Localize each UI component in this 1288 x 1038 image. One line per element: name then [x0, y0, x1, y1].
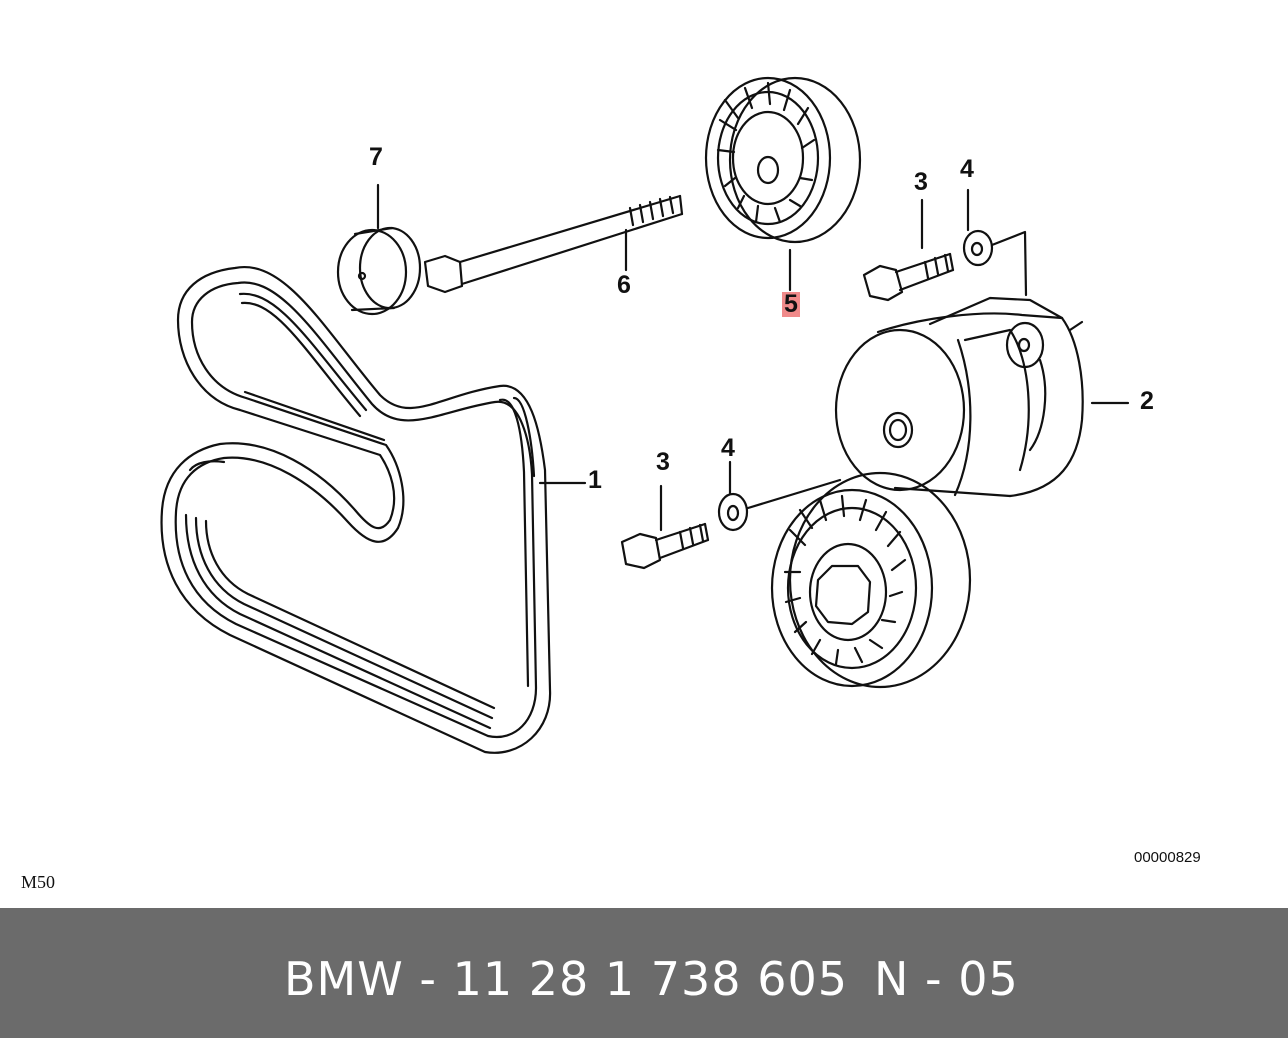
washer-bottom — [717, 460, 842, 532]
belt-tensioner — [834, 296, 1130, 498]
drive-belt — [160, 265, 587, 754]
diagram-reference: N - 05 — [874, 952, 1019, 1006]
callout-washer-bottom: 4 — [721, 434, 735, 462]
callout-bolt-bottom: 3 — [656, 448, 670, 476]
callout-washer-top: 4 — [960, 155, 974, 183]
long-bolt — [423, 194, 684, 294]
engine-label: M50 — [21, 872, 56, 892]
callout-idler-pulley[interactable]: 5 — [782, 290, 800, 318]
callout-long-bolt: 6 — [617, 271, 631, 299]
callout-tensioner: 2 — [1140, 387, 1154, 415]
part-number: BMW - 11 28 1 738 605 — [284, 952, 848, 1006]
drawing-code: 00000829 — [1134, 849, 1201, 866]
bolt-top — [862, 198, 955, 302]
tensioner-pulley — [770, 471, 972, 689]
callout-belt: 1 — [588, 466, 602, 494]
pulley-cap — [336, 183, 422, 316]
idler-pulley — [704, 76, 862, 292]
parts-diagram — [160, 76, 1130, 754]
washer-top — [962, 188, 1028, 297]
callout-bolt-top: 3 — [914, 168, 928, 196]
bolt-bottom — [620, 484, 710, 570]
callout-cap: 7 — [369, 143, 383, 171]
footer-bar: BMW - 11 28 1 738 605 N - 05 — [0, 908, 1288, 1038]
